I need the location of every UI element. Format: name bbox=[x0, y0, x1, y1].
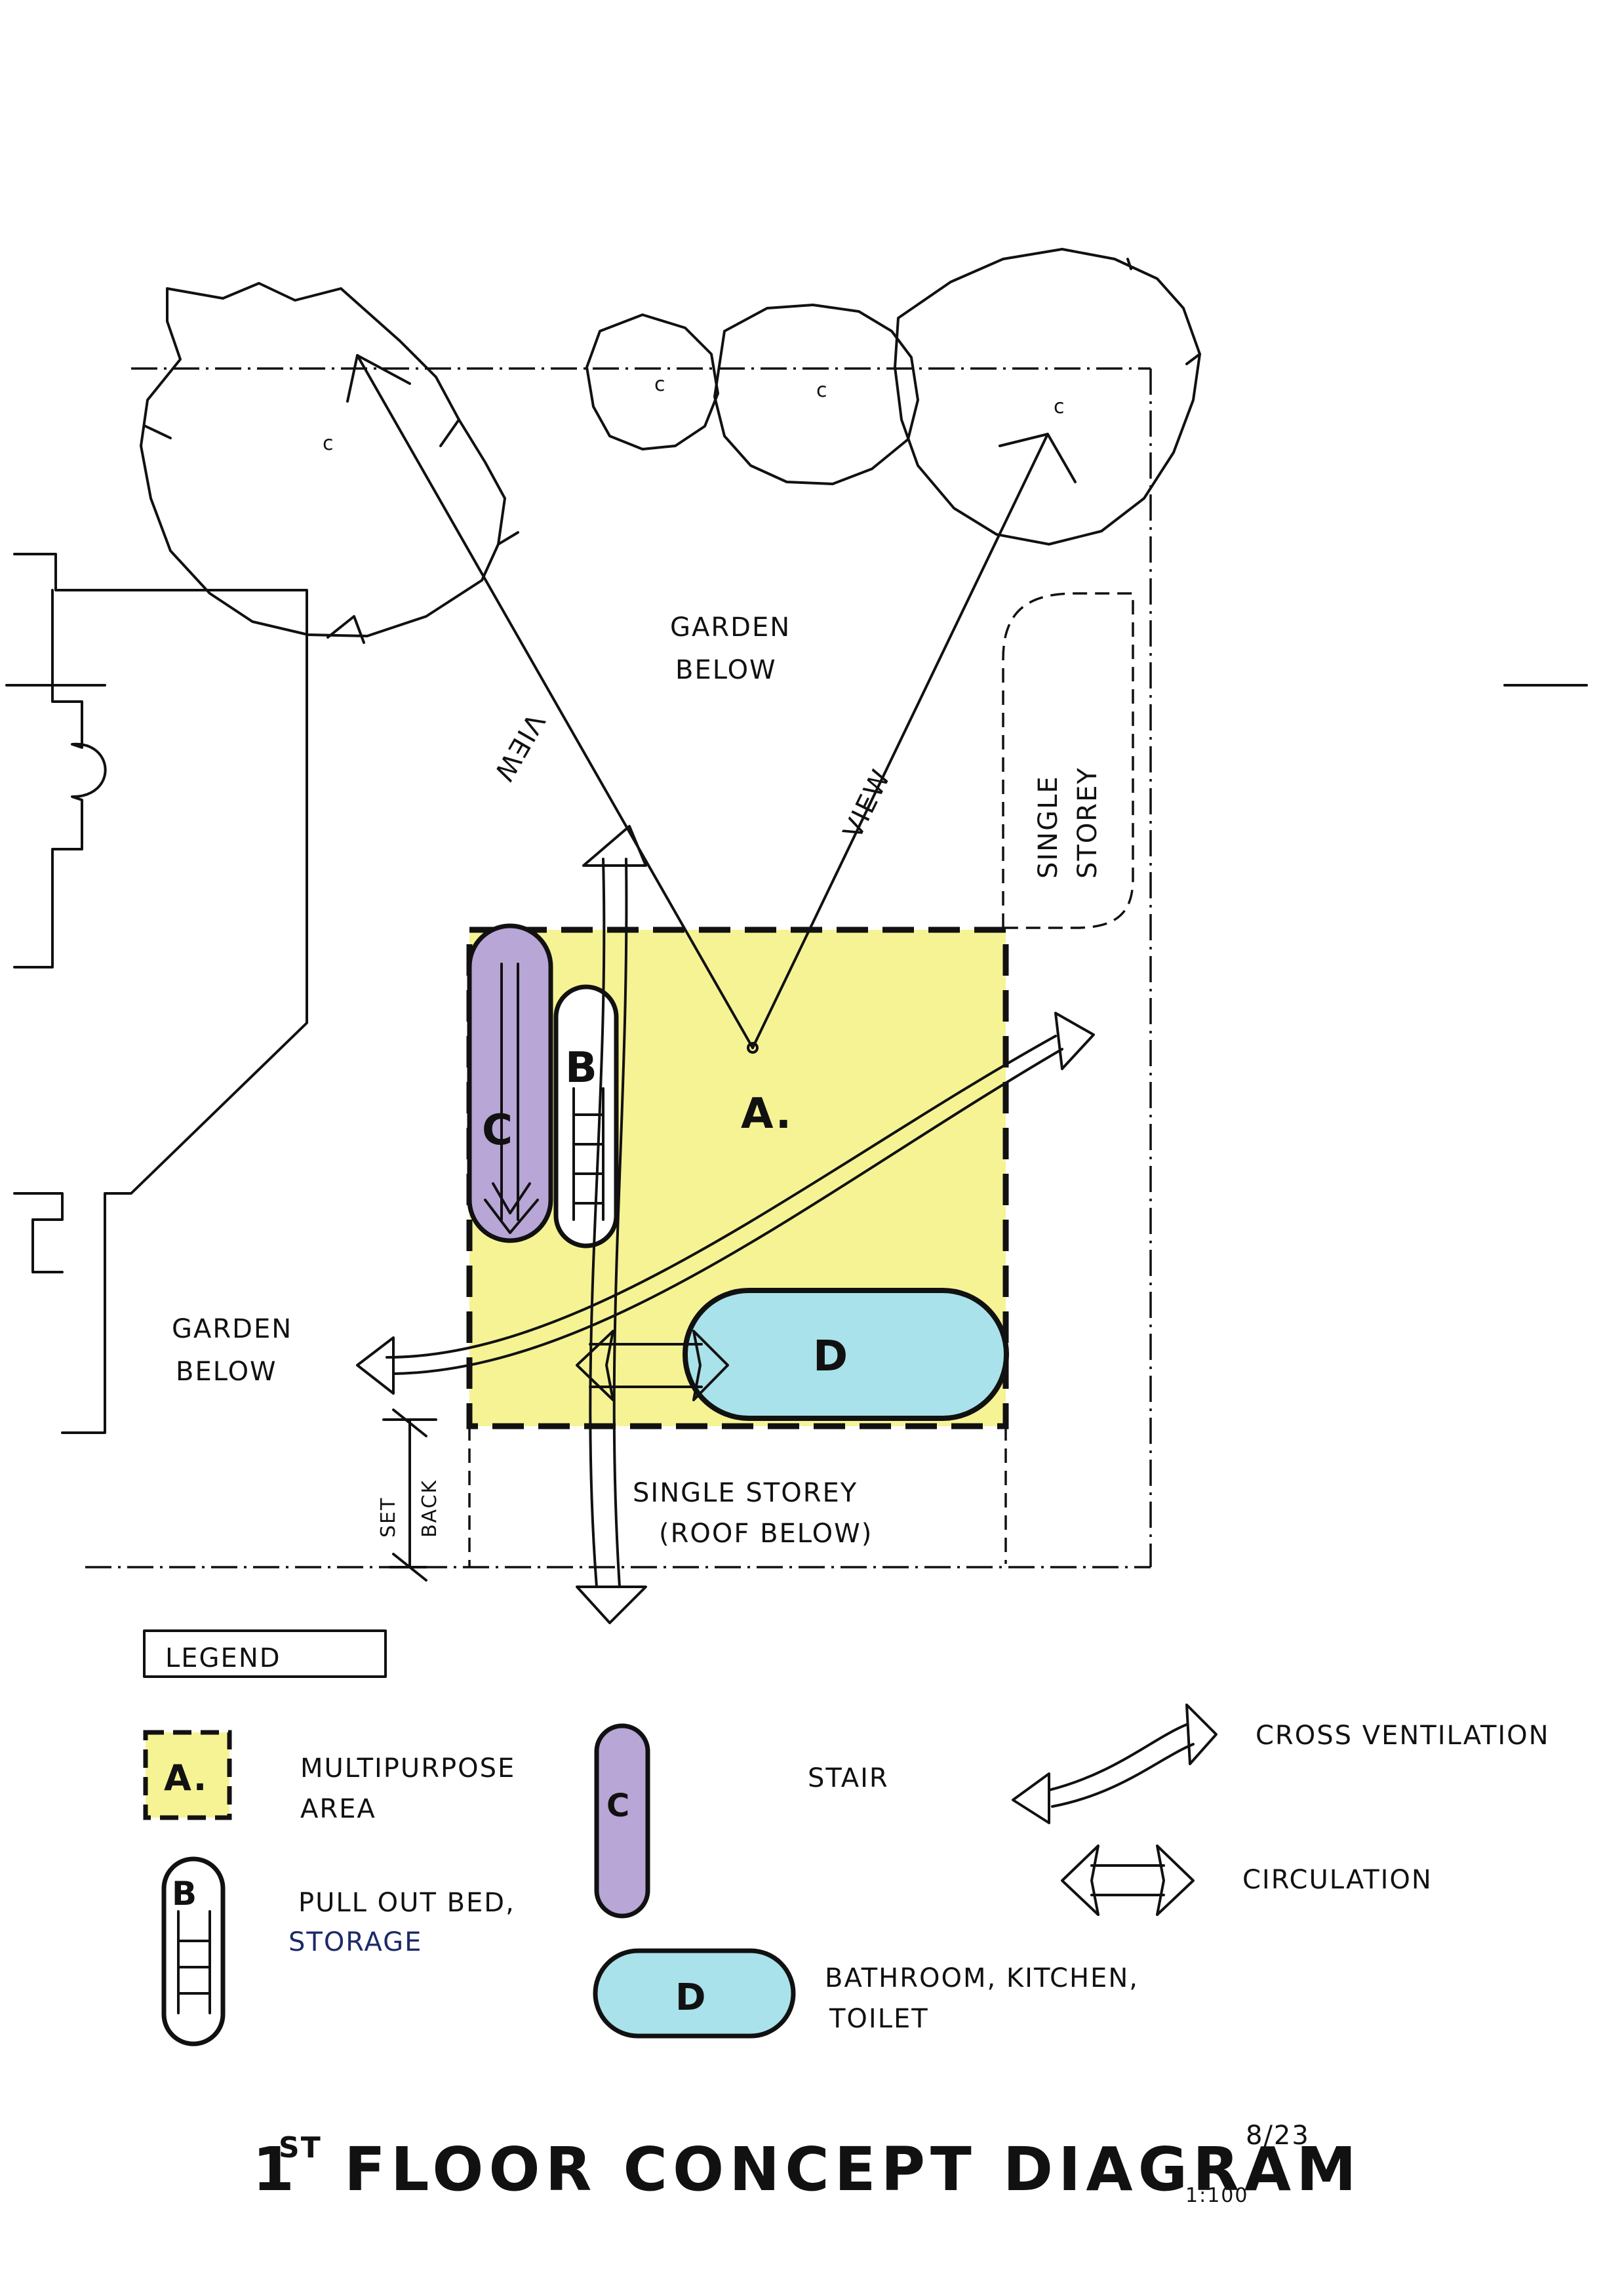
svg-text:TOILET: TOILET bbox=[829, 2004, 929, 2034]
garden-below-left-label: GARDEN BELOW bbox=[172, 1314, 292, 1387]
svg-text:(ROOF BELOW): (ROOF BELOW) bbox=[659, 1519, 873, 1549]
drawing-date: 8/23 bbox=[1246, 2121, 1310, 2151]
single-storey-right-outline bbox=[1002, 592, 1134, 929]
svg-text:STORAGE: STORAGE bbox=[288, 1927, 422, 1957]
svg-text:c: c bbox=[654, 373, 667, 396]
zone-c-stair: C bbox=[467, 923, 553, 1243]
svg-text:D: D bbox=[675, 1976, 707, 2019]
svg-text:BELOW: BELOW bbox=[176, 1357, 277, 1387]
svg-text:ST: ST bbox=[279, 2131, 322, 2165]
cross-ventilation-arrow bbox=[356, 1012, 1095, 1395]
svg-text:C: C bbox=[606, 1787, 631, 1824]
svg-text:B: B bbox=[565, 1044, 599, 1092]
svg-text:MULTIPURPOSE: MULTIPURPOSE bbox=[300, 1753, 515, 1784]
svg-text:VIEW: VIEW bbox=[838, 765, 897, 844]
svg-text:BELOW: BELOW bbox=[675, 655, 777, 685]
svg-text:CROSS VENTILATION: CROSS VENTILATION bbox=[1256, 1721, 1550, 1751]
drawing-title: 1 ST FLOOR CONCEPT DIAGRAM 1:100 8/23 bbox=[252, 2121, 1362, 2207]
zone-a-label: A. bbox=[741, 1090, 793, 1138]
legend: LEGEND A. MULTIPURPOSE AREA B PULL OUT B… bbox=[143, 1629, 1550, 2046]
svg-text:STAIR: STAIR bbox=[808, 1763, 889, 1793]
drawing-scale: 1:100 bbox=[1185, 2184, 1248, 2207]
legend-heading: LEGEND bbox=[165, 1643, 281, 1673]
neighbour-building-outline bbox=[13, 553, 308, 1434]
svg-text:C: C bbox=[482, 1106, 514, 1155]
property-boundary bbox=[5, 367, 1588, 1568]
svg-text:B: B bbox=[172, 1875, 198, 1913]
legend-circulation-symbol bbox=[1061, 1845, 1195, 1916]
circulation-arrow-vertical bbox=[576, 825, 647, 1624]
svg-text:c: c bbox=[1054, 395, 1066, 418]
legend-swatch-a bbox=[146, 1732, 229, 1818]
svg-text:SINGLE STOREY: SINGLE STOREY bbox=[633, 1478, 858, 1508]
svg-text:A.: A. bbox=[164, 1757, 208, 1799]
view-label-right: VIEW bbox=[838, 765, 897, 844]
single-storey-roof-below-label: SINGLE STOREY (ROOF BELOW) bbox=[633, 1478, 873, 1549]
svg-text:FLOOR CONCEPT DIAGRAM: FLOOR CONCEPT DIAGRAM bbox=[344, 2134, 1362, 2205]
zone-d-bathroom-kitchen-toilet: D bbox=[683, 1288, 1009, 1421]
circulation-arrow-horizontal bbox=[576, 1330, 729, 1401]
svg-text:GARDEN: GARDEN bbox=[670, 612, 791, 643]
tree-medium-right: c bbox=[894, 248, 1201, 546]
svg-text:BACK: BACK bbox=[418, 1479, 441, 1538]
svg-text:VIEW: VIEW bbox=[487, 708, 550, 787]
legend-swatch-b: B bbox=[161, 1856, 226, 2046]
legend-cross-ventilation-symbol bbox=[1012, 1704, 1218, 1824]
svg-text:STOREY: STOREY bbox=[1073, 767, 1103, 879]
svg-text:SINGLE: SINGLE bbox=[1033, 775, 1063, 879]
single-storey-roof-below-outline bbox=[468, 1426, 1007, 1567]
view-lines bbox=[346, 354, 1077, 1054]
svg-text:SET: SET bbox=[377, 1497, 400, 1538]
svg-text:c: c bbox=[323, 432, 335, 455]
svg-text:c: c bbox=[816, 379, 829, 402]
tree-small-1: c bbox=[585, 313, 719, 450]
view-label-left: VIEW bbox=[487, 708, 550, 787]
svg-text:1: 1 bbox=[252, 2134, 300, 2205]
tree-small-2: c bbox=[713, 304, 919, 485]
svg-text:CIRCULATION: CIRCULATION bbox=[1242, 1865, 1433, 1895]
svg-text:BATHROOM, KITCHEN,: BATHROOM, KITCHEN, bbox=[825, 1963, 1139, 1993]
svg-text:GARDEN: GARDEN bbox=[172, 1314, 292, 1344]
zone-b-pull-out-bed-storage: B bbox=[553, 984, 619, 1248]
garden-below-top-label: GARDEN BELOW bbox=[670, 612, 791, 685]
svg-text:AREA: AREA bbox=[300, 1794, 376, 1824]
setback-dimension: SET BACK bbox=[377, 1408, 441, 1582]
tree-large-left: c bbox=[140, 282, 519, 644]
legend-swatch-d: D bbox=[593, 1948, 796, 2039]
svg-text:D: D bbox=[813, 1332, 849, 1381]
legend-swatch-c: C bbox=[594, 1723, 650, 1919]
single-storey-right-label: SINGLE STOREY bbox=[1033, 767, 1103, 879]
svg-text:PULL OUT BED,: PULL OUT BED, bbox=[298, 1888, 515, 1918]
